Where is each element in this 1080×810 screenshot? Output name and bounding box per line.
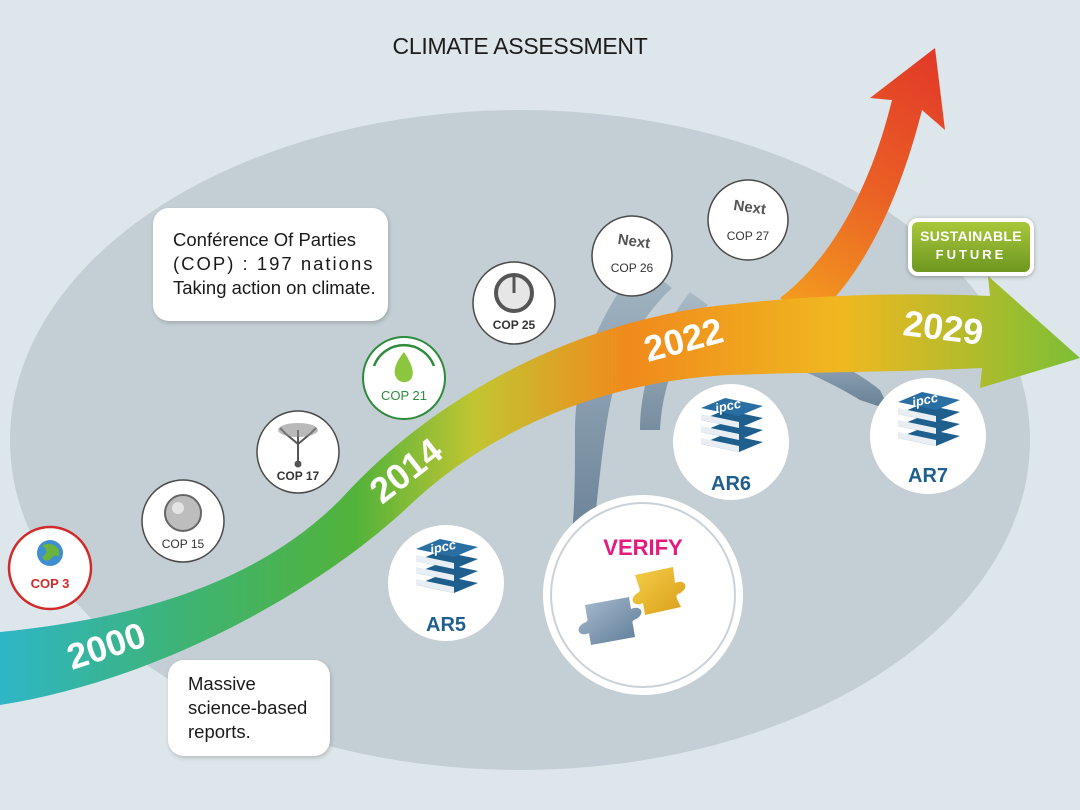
- cop27-badge: Next COP 27: [707, 179, 789, 261]
- reports-info-line-1: Massive: [188, 673, 256, 694]
- page-title: CLIMATE ASSESSMENT: [392, 33, 648, 59]
- ar5-label: AR5: [426, 614, 466, 636]
- stream-to-verify: [568, 262, 672, 560]
- cop15-label: COP 15: [162, 537, 205, 551]
- reports-info-line-2: science-based: [188, 697, 308, 718]
- leaf-icon: [394, 352, 413, 383]
- ipcc-books-icon: ipcc: [701, 396, 763, 452]
- cop26-label: COP 26: [611, 261, 654, 275]
- puzzle-icon: [578, 567, 686, 645]
- timeline-arrow: [0, 276, 1080, 705]
- ar7-label: AR7: [908, 465, 948, 487]
- cop-info-line-3: Taking action on climate.: [173, 277, 376, 298]
- cop3-badge: COP 3: [7, 525, 93, 611]
- sustainable-future-badge: SUSTAINABLE FUTURE: [908, 218, 1034, 276]
- cop3-label: COP 3: [31, 576, 70, 591]
- verify-label: VERIFY: [603, 535, 683, 560]
- cop26-status: Next: [617, 231, 652, 252]
- sphere-icon: [164, 494, 202, 532]
- cop-info-card: Conférence Of Parties (COP) : 197 nation…: [153, 208, 388, 321]
- ipcc-books-icon: ipcc: [898, 390, 960, 446]
- rising-arrow: [780, 48, 945, 320]
- cop-info-line-1: Conférence Of Parties: [173, 229, 357, 250]
- cop25-label: COP 25: [493, 318, 536, 332]
- year-2029-label: 2029: [901, 302, 985, 352]
- cop27-status: Next: [732, 197, 767, 218]
- reports-info-line-3: reports.: [188, 721, 251, 742]
- cop15-badge: COP 15: [141, 479, 225, 563]
- cop26-badge: Next COP 26: [591, 215, 673, 297]
- ar7-logo-text: ipcc: [911, 390, 940, 410]
- ar6-label: AR6: [711, 473, 751, 495]
- ipcc-books-icon: ipcc: [416, 537, 478, 593]
- ar5-logo-text: ipcc: [429, 537, 458, 557]
- cop17-label: COP 17: [277, 469, 320, 483]
- ar7-badge: ipcc AR7: [870, 378, 986, 494]
- verify-badge: VERIFY: [543, 495, 743, 695]
- ar5-badge: ipcc AR5: [388, 525, 504, 641]
- sustainable-label: SUSTAINABLE: [920, 228, 1022, 244]
- cop-info-line-2: (COP) : 197 nations: [173, 253, 375, 274]
- cop21-label: COP 21: [381, 388, 427, 403]
- future-label: FUTURE: [935, 247, 1007, 262]
- cop17-badge: COP 17: [256, 410, 340, 494]
- cop25-badge: COP 25: [472, 261, 556, 345]
- cop21-badge: COP 21: [362, 336, 446, 420]
- ar6-logo-text: ipcc: [714, 396, 743, 416]
- cop27-label: COP 27: [727, 229, 770, 243]
- reports-info-card: Massive science-based reports.: [168, 660, 330, 756]
- ar6-badge: ipcc AR6: [673, 384, 789, 500]
